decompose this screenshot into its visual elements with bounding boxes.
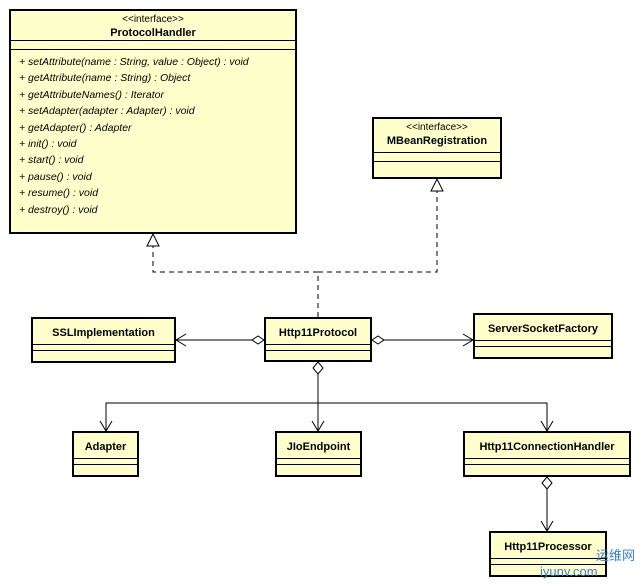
adapter-name: Adapter — [84, 441, 127, 453]
ssl-implementation-name: SSLImplementation — [52, 327, 155, 339]
ssl-implementation-class: SSLImplementation — [31, 317, 176, 363]
method-compartment: + setAttribute(name : String, value : Ob… — [11, 49, 295, 218]
jio-endpoint-name: JIoEndpoint — [286, 441, 351, 453]
diamond-ssf — [371, 335, 385, 345]
diamond-processor — [541, 476, 553, 490]
mbean-registration-class: <<interface>> MBeanRegistration — [372, 117, 502, 179]
diamond-ssl — [251, 335, 265, 345]
jio-endpoint-class: JIoEndpoint — [275, 431, 362, 477]
diamond-tree — [312, 361, 324, 375]
mbean-registration-name: MBeanRegistration — [386, 135, 488, 147]
http11-protocol-class: Http11Protocol — [264, 317, 372, 362]
attribute-compartment — [11, 40, 295, 49]
protocol-handler-name: ProtocolHandler — [110, 27, 196, 39]
hollow-triangle-mbean-registration — [430, 177, 444, 192]
method-pause: + pause() : void — [19, 170, 92, 183]
http11-connection-handler-name: Http11ConnectionHandler — [479, 441, 615, 453]
method-set-attribute: + setAttribute(name : String, value : Ob… — [19, 56, 249, 68]
hollow-triangle-protocol-handler — [146, 232, 160, 247]
method-resume: + resume() : void — [19, 187, 99, 200]
method-start: + start() : void — [19, 154, 84, 167]
realization-line-protocol-handler — [152, 246, 319, 317]
method-get-attribute: + getAttribute(name : String) : Object — [19, 72, 191, 85]
protocol-handler-stereotype: <<interface>> — [122, 14, 184, 25]
adapter-class: Adapter — [72, 431, 139, 477]
server-socket-factory-name: ServerSocketFactory — [487, 323, 599, 335]
method-get-adapter: + getAdapter() : Adapter — [19, 121, 132, 134]
http11-protocol-name: Http11Protocol — [278, 327, 358, 339]
protocol-handler-class: <<interface>> ProtocolHandler + setAttri… — [9, 9, 297, 234]
aggregation-line-adapter — [105, 402, 318, 431]
http11-connection-handler-class: Http11ConnectionHandler — [463, 431, 631, 477]
realization-line-mbean-registration — [318, 191, 438, 273]
watermark-bottom: iyunv.com — [540, 564, 598, 579]
mbean-method-compartment — [374, 161, 500, 166]
mbean-attribute-compartment — [374, 152, 500, 161]
http11-processor-name: Http11Processor — [504, 541, 592, 553]
aggregation-line-connection-handler — [318, 402, 548, 431]
watermark-top: 运维网 — [596, 548, 636, 563]
server-socket-factory-class: ServerSocketFactory — [473, 313, 613, 359]
method-get-attribute-names: + getAttributeNames() : Iterator — [19, 88, 165, 101]
http11-processor-class: Http11Processor — [489, 531, 607, 577]
method-init: + init() : void — [19, 138, 77, 151]
mbean-registration-stereotype: <<interface>> — [406, 122, 468, 133]
method-set-adapter: + setAdapter(adapter : Adapter) : void — [19, 105, 195, 118]
arrowhead-ssl — [175, 333, 187, 347]
method-destroy: + destroy() : void — [19, 203, 98, 216]
